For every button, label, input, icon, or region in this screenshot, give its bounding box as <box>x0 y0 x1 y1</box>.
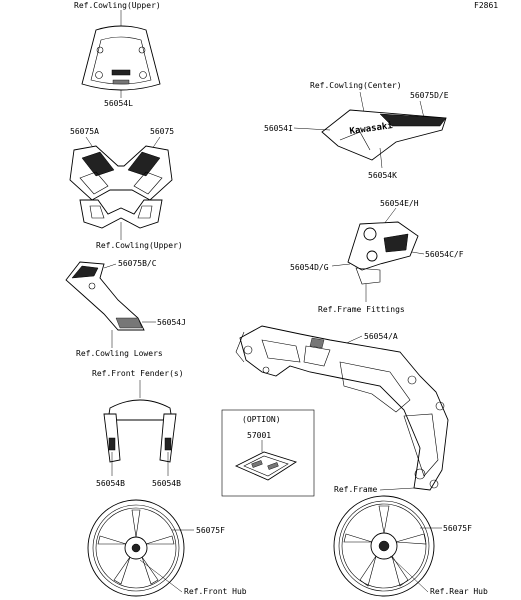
front-wheel-part <box>87 499 185 597</box>
label-56054A: 56054/A <box>364 332 398 341</box>
label-56054K: 56054K <box>368 171 397 180</box>
label-56054B-left: 56054B <box>96 479 125 488</box>
front-fender-part <box>103 399 177 463</box>
label-56054DG: 56054D/G <box>290 263 329 272</box>
label-56054B-right: 56054B <box>152 479 181 488</box>
label-ref-cowling-upper-mid: Ref.Cowling(Upper) <box>96 241 183 250</box>
frame-fitting-part <box>347 221 419 285</box>
label-ref-cowling-lowers: Ref.Cowling Lowers <box>76 349 163 358</box>
windscreen-part <box>81 25 161 91</box>
label-56054CF: 56054C/F <box>425 250 464 259</box>
label-ref-cowling-center: Ref.Cowling(Center) <box>310 81 402 90</box>
option-part-57001 <box>234 451 298 481</box>
label-ref-cowling-upper-top: Ref.Cowling(Upper) <box>74 1 161 10</box>
label-ref-front-hub: Ref.Front Hub <box>184 587 247 596</box>
option-box: (OPTION) 57001 <box>221 409 315 497</box>
figure-code: F2861 <box>474 1 498 10</box>
upper-cowling-part <box>69 145 173 229</box>
label-56054EH: 56054E/H <box>380 199 419 208</box>
label-ref-rear-hub: Ref.Rear Hub <box>430 587 488 596</box>
label-56075BC: 56075B/C <box>118 259 157 268</box>
label-ref-frame: Ref.Frame <box>334 485 378 494</box>
label-56075F-rear: 56075F <box>443 524 472 533</box>
label-56075F-front: 56075F <box>196 526 225 535</box>
label-ref-frame-fittings: Ref.Frame Fittings <box>318 305 405 314</box>
rear-wheel-part <box>333 495 435 597</box>
label-ref-front-fender: Ref.Front Fender(s) <box>92 369 184 378</box>
label-56054J: 56054J <box>157 318 186 327</box>
center-cowling-part: Kawasaki <box>321 109 447 161</box>
label-57001: 57001 <box>247 431 271 440</box>
label-56075: 56075 <box>150 127 174 136</box>
cowling-lower-part <box>65 261 145 331</box>
label-56054I: 56054I <box>264 124 293 133</box>
label-56075A: 56075A <box>70 127 99 136</box>
label-56054L: 56054L <box>104 99 133 108</box>
option-title: (OPTION) <box>242 415 281 424</box>
label-56075DE: 56075D/E <box>410 91 449 100</box>
